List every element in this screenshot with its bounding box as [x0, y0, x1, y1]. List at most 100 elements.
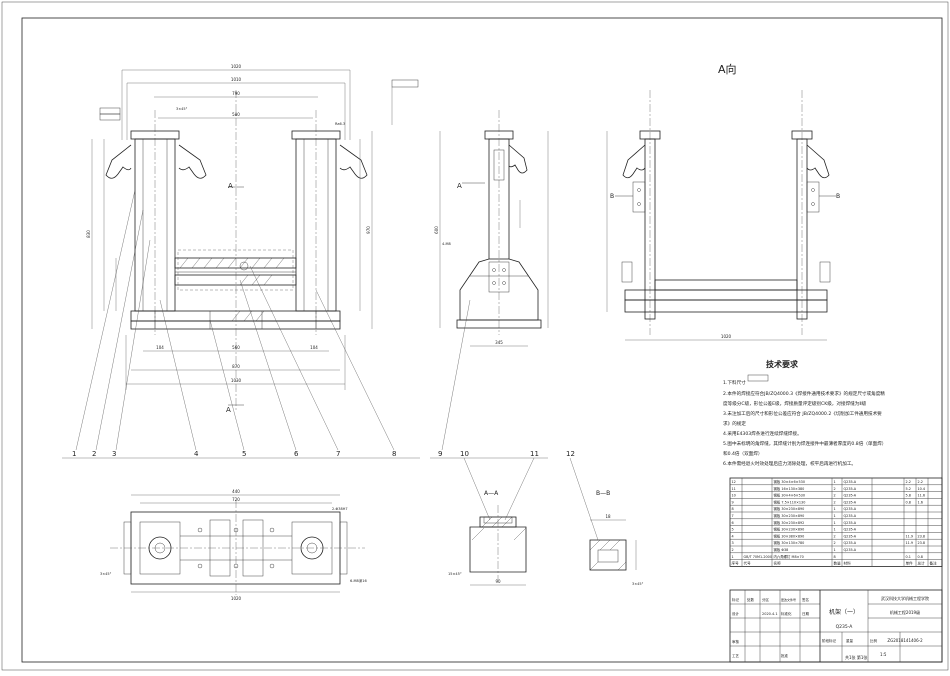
bom-header-cell: 数量	[834, 561, 842, 566]
section-aa-title: A—A	[484, 490, 499, 497]
bom-cell: 钢板 Φ38	[774, 547, 789, 552]
bom-cell: 1.6	[918, 500, 923, 504]
bom-cell: 5	[732, 528, 734, 532]
technical-requirements: 技术要求 1.下料尺寸 2.本件的焊接应符合JB/ZQ4000.3《焊接件通用技…	[723, 359, 886, 467]
tb-zone-label: 分区	[762, 597, 770, 602]
dim-foot-right: 104	[310, 345, 318, 350]
balloon-9: 9	[438, 450, 442, 458]
tb-process-label: 工艺	[732, 653, 740, 658]
side-dim-height: 600	[434, 226, 439, 234]
bom-cell: 1	[834, 521, 836, 525]
bom-cell: Q235-A	[844, 500, 857, 504]
tb-major: 机械工程2019级	[890, 609, 920, 615]
bom-cell: 2	[834, 541, 836, 545]
bom-cell: 0.8	[906, 500, 911, 504]
section-bb-title: B—B	[596, 490, 610, 497]
bom-cell: GB/T 70M1-2000	[744, 555, 773, 559]
tech-req-title: 技术要求	[766, 359, 799, 369]
view-a: A向 1020 B B	[606, 62, 840, 341]
bom-cell: Q235-A	[844, 541, 857, 545]
bom-cell: 9	[732, 500, 734, 504]
side-marker-a: A	[457, 182, 462, 190]
dim-lower-width: 560	[232, 345, 240, 350]
bom-cell: 8	[732, 507, 734, 511]
bom-cell: 11.6	[918, 494, 926, 498]
tb-material: Q235-A	[836, 624, 854, 630]
balloon-1: 1	[72, 450, 76, 458]
top-dim-c: 1020	[231, 596, 242, 601]
bom-cell: 内六角螺钉 M8×70	[774, 554, 804, 559]
bom-cell: 钢板 30×230×892	[774, 520, 805, 525]
tb-date-label: 日期	[802, 611, 810, 616]
bb-dim-width: 18	[605, 514, 611, 519]
bom-header-cell: 备注	[930, 561, 938, 566]
balloon-2: 2	[92, 450, 96, 458]
tech-req-line-6: 4.采用E4303焊条进行连续焊缝焊接。	[723, 430, 802, 437]
balloon-7: 7	[336, 450, 340, 458]
bom-cell: Q235-A	[844, 487, 857, 491]
section-aa: A—A 90 15×45°	[448, 490, 527, 586]
balloon-numbers: 1 2 3 4 5 6 7 8 9 10 11 12	[62, 450, 599, 541]
bom-cell: 23.8	[918, 534, 926, 538]
bom-header-cell: 名称	[774, 561, 782, 566]
dim-mid-width: 790	[232, 91, 240, 96]
bom-cell: 2	[834, 494, 836, 498]
inner-frame	[21, 17, 943, 663]
tech-req-line-5: 求》的规定	[723, 420, 746, 427]
aa-chamfer: 15×45°	[448, 572, 462, 576]
tb-sheets: 共1张 第1张	[845, 654, 867, 660]
bom-cell: 钢板 30×4×6×530	[774, 493, 805, 498]
balloon-3: 3	[112, 450, 116, 458]
tb-scale: 1:5	[880, 652, 887, 657]
crossbeam-hatch	[179, 257, 285, 286]
tb-mark-label: 标记	[732, 597, 740, 602]
top-chamfer-label: 3×45°	[100, 572, 112, 576]
bom-cell: 钢板 16×130×380	[774, 486, 805, 491]
tech-req-line-1: 1.下料尺寸	[723, 379, 746, 386]
balloon-6: 6	[294, 450, 299, 458]
side-bolt-label: 4-M8	[442, 242, 451, 246]
top-dim-b: 720	[232, 497, 240, 502]
tb-standard-label: 标准化	[781, 611, 792, 616]
tb-sign-label: 签名	[802, 597, 809, 602]
tb-drawing-no: ZG2018141406-2	[887, 638, 923, 643]
bom-cell: 2	[732, 548, 734, 552]
bom-cell: 1	[834, 528, 836, 532]
bom-cell: 11.9	[906, 534, 914, 538]
side-view: 600 345 4-M8 A	[434, 110, 549, 451]
tb-count-label: 处数	[747, 597, 755, 602]
bom-header-cell: 单件	[906, 561, 914, 566]
dim-inner-width: 580	[232, 112, 240, 117]
bom-cell: 1	[834, 548, 836, 552]
tb-weight-label: 重量	[846, 638, 854, 643]
bom-cell: 5.2	[906, 487, 911, 491]
bom-cell: 12	[732, 480, 736, 484]
bom-cell: 11.9	[906, 541, 914, 545]
top-view: 440 720 1020 2-Φ38H7 6-M8深16 3×45°	[100, 489, 367, 601]
tb-school: 武汉科技大学机械工程学院	[881, 595, 929, 601]
balloon-8: 8	[392, 450, 396, 458]
bom-cell: 6	[732, 521, 734, 525]
bom-cell: 钢板 30×130×780	[774, 540, 805, 545]
aa-dim-width: 90	[495, 579, 501, 584]
tech-req-line-2: 2.本件的焊接应符合JB/ZQ4000.3《焊接件通用技术要求》的规定尺寸或角度…	[723, 390, 885, 397]
tech-req-line-7: 5.图中未标明的角焊缝，其焊缝计别为焊连接件中最薄者厚度的0.8倍（单面焊）	[723, 440, 886, 447]
balloon-4: 4	[194, 450, 199, 458]
bom-header-cell: 代号	[744, 561, 752, 566]
bom-cell: 0.1	[906, 555, 911, 559]
view-a-marker-b-right: B	[836, 193, 840, 200]
bom-cell: Q235-A	[844, 548, 857, 552]
tb-date: 2020.4.1	[762, 612, 778, 616]
bom-cell: 11	[732, 487, 736, 491]
bom-cell: 1	[834, 480, 836, 484]
tb-approve-label: 批准	[781, 653, 789, 658]
front-leaders	[75, 189, 395, 451]
top-fit-label: 2-Φ38H7	[332, 507, 348, 511]
bom-cell: Q235-A	[844, 521, 857, 525]
bom-header-cell: 序号	[732, 561, 740, 566]
top-dim-a: 440	[232, 489, 240, 494]
front-dimensions	[91, 69, 373, 390]
bom-cell: 5.8	[906, 494, 911, 498]
side-dim-width: 345	[495, 340, 503, 345]
